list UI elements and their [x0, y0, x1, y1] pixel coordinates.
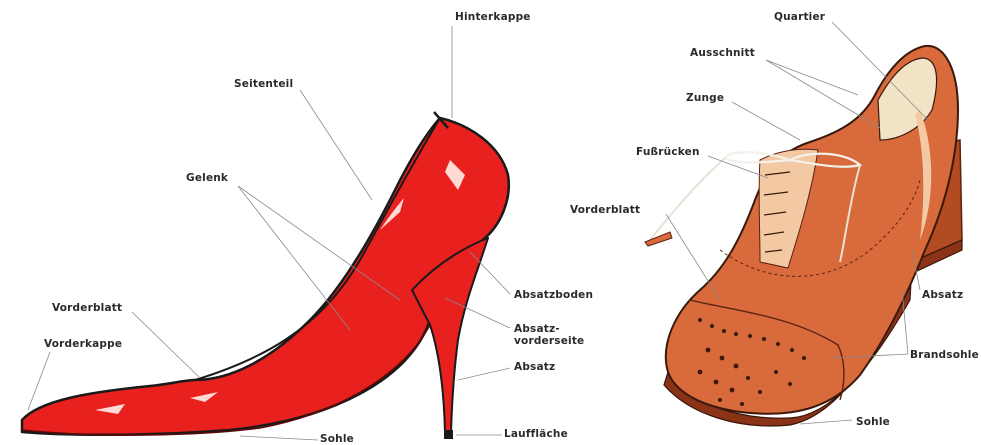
leader-sohle [240, 436, 318, 440]
leader-zunge [732, 102, 800, 140]
label-fussruecken: Fußrücken [636, 146, 700, 158]
leader-sohle-oxford [800, 420, 852, 424]
label-sohle-pump: Sohle [320, 433, 354, 445]
label-absatzboden: Absatzboden [514, 289, 593, 301]
leader-gelenk [238, 186, 350, 330]
leader-absatz [458, 368, 510, 380]
oxford-lace [650, 158, 725, 240]
label-absatz-vorderseite: Absatz- vorderseite [514, 323, 584, 347]
label-sohle-oxford: Sohle [856, 416, 890, 428]
leader-fussruecken [708, 156, 768, 178]
label-absatz-pump: Absatz [514, 361, 555, 373]
leader-vorderblatt-oxford [666, 214, 720, 300]
leader-seitenteil [300, 90, 372, 200]
label-hinterkappe: Hinterkappe [455, 11, 531, 23]
label-ausschnitt: Ausschnitt [690, 47, 755, 59]
label-gelenk: Gelenk [186, 172, 228, 184]
oxford-illustration [645, 22, 962, 426]
leader-ausschnitt [766, 60, 858, 95]
label-seitenteil: Seitenteil [234, 78, 293, 90]
oxford-lace-end [645, 232, 672, 246]
leader-vorderkappe [28, 352, 50, 410]
label-vorderkappe: Vorderkappe [44, 338, 122, 350]
leader-ausschnitt [766, 60, 880, 128]
label-absatz-oxford: Absatz [922, 289, 963, 301]
label-zunge: Zunge [686, 92, 724, 104]
pump-heel-tip [444, 430, 453, 439]
label-lauffläche: Lauffläche [504, 428, 568, 440]
leader-vorderblatt [132, 312, 200, 378]
label-brandsohle: Brandsohle [910, 349, 979, 361]
label-vorderblatt-pump: Vorderblatt [52, 302, 122, 314]
label-vorderblatt-oxford: Vorderblatt [570, 204, 640, 216]
label-quartier: Quartier [774, 11, 825, 23]
